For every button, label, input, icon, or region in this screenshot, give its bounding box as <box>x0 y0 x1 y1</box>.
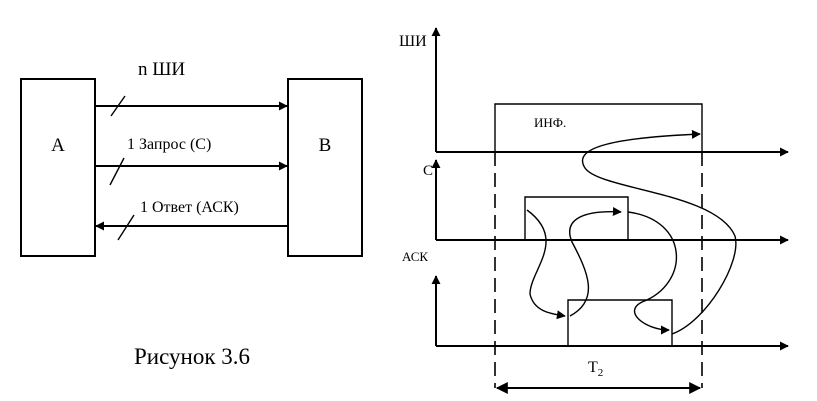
block-b-label: В <box>319 135 332 156</box>
figure-caption: Рисунок 3.6 <box>134 344 250 369</box>
c-pulse <box>524 196 629 240</box>
block-a-label: А <box>51 135 65 156</box>
request-slash <box>109 157 125 186</box>
timing-diagram: ШИ ИНФ. С АСК Т2 <box>399 27 789 394</box>
causal-curve-info <box>581 129 737 335</box>
block-b <box>287 78 363 257</box>
period-label: Т2 <box>588 359 603 379</box>
info-label: ИНФ. <box>534 115 566 130</box>
axis-ack-label: АСК <box>402 249 428 264</box>
block-diagram: А В n ШИ 1 Запрос (С) 1 Ответ (АСК) <box>20 59 363 257</box>
period-label-sub: 2 <box>598 367 604 379</box>
answer-slash <box>117 214 135 241</box>
info-pulse <box>494 103 703 152</box>
period-label-main: Т <box>588 359 598 376</box>
bus-label: n ШИ <box>138 59 185 80</box>
block-a <box>20 78 96 257</box>
request-label: 1 Запрос (С) <box>127 136 211 153</box>
ack-pulse <box>567 299 673 346</box>
axis-bus-label: ШИ <box>399 33 427 50</box>
causal-curve-c-to-ack-2 <box>627 211 677 335</box>
answer-label: 1 Ответ (АСК) <box>140 199 239 216</box>
bus-slash <box>110 95 126 117</box>
axis-c-label: С <box>423 163 433 179</box>
causal-curve-ack-to-c <box>569 207 622 317</box>
causal-curve-c-to-ack <box>526 209 566 320</box>
